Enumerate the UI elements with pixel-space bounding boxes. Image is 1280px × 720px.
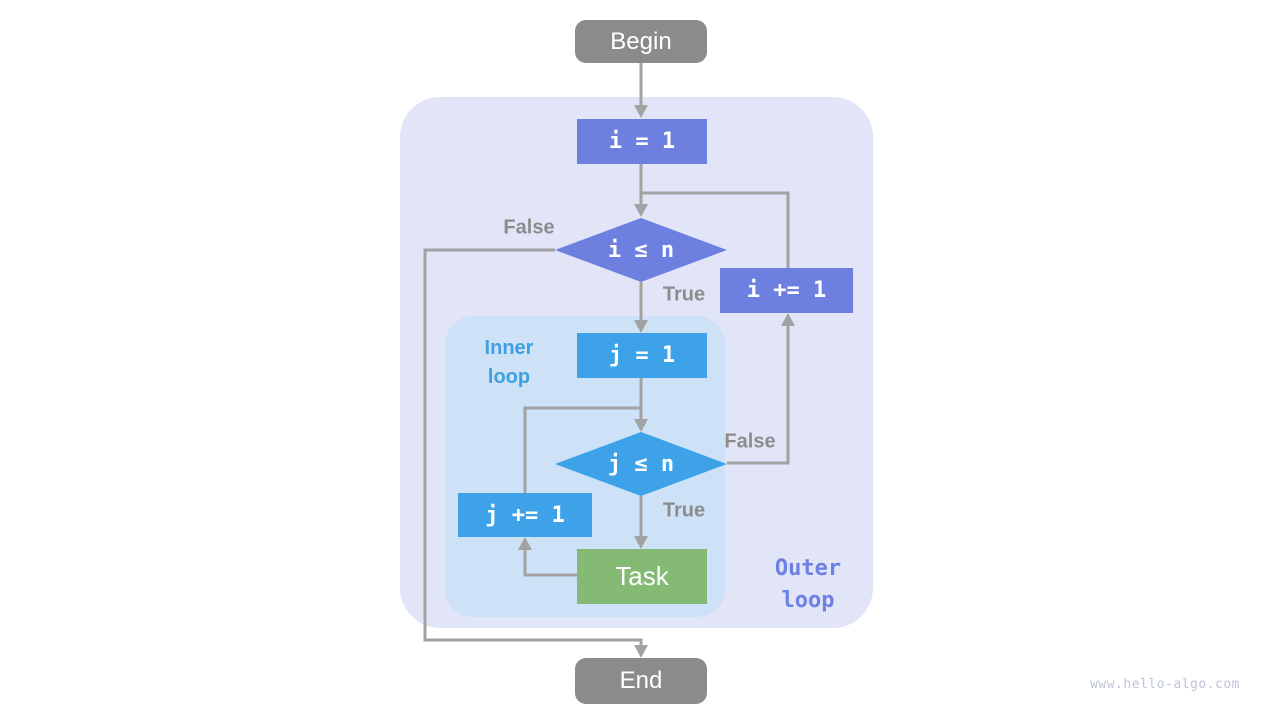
node-task: Task (577, 549, 707, 604)
edge-inc-i-loopback (641, 191, 790, 268)
edge-cond-j-false (727, 325, 790, 465)
arrowhead-icon (781, 313, 795, 326)
arrowhead-icon (634, 204, 648, 217)
outer-loop-label: Outer loop (774, 556, 842, 613)
node-inc-j: j += 1 (458, 493, 592, 537)
arrowhead-icon (634, 419, 648, 432)
edge-cond-i-false (423, 248, 643, 646)
edge-inc-j-loopback (523, 406, 641, 493)
arrowhead-icon (634, 320, 648, 333)
node-init-j: j = 1 (577, 333, 707, 378)
arrowhead-icon (634, 645, 648, 658)
arrowhead-icon (634, 105, 648, 118)
node-begin: Begin (575, 20, 707, 63)
inner-loop-label: Inner loop (484, 337, 534, 388)
edge-label-cond-j-false: False (724, 430, 776, 453)
arrowhead-icon (518, 537, 532, 550)
node-end: End (575, 658, 707, 704)
edge-task-to-inc-j (523, 549, 577, 577)
edge-label-cond-j-true: True (662, 499, 706, 522)
edge-label-cond-i-false: False (503, 216, 555, 239)
edge-label-cond-i-true: True (662, 283, 706, 306)
arrowhead-icon (634, 536, 648, 549)
node-init-i: i = 1 (577, 119, 707, 164)
watermark-url: www.hello-algo.com (1090, 677, 1240, 692)
node-inc-i: i += 1 (720, 268, 853, 313)
